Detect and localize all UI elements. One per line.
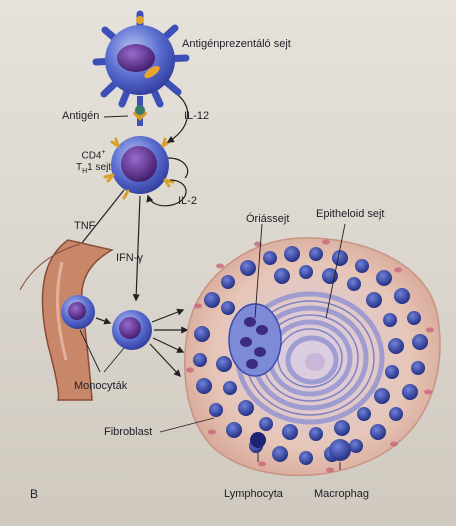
antigen-bridge — [132, 96, 148, 126]
label-antigen: Antigén — [62, 110, 100, 122]
label-cd4: CD4+ TH1 sejt — [76, 149, 112, 175]
giant-cell — [228, 303, 282, 377]
monocyte — [61, 295, 95, 329]
label-apc: Antigénprezentáló sejt — [182, 38, 291, 50]
antigen-presenting-cell — [92, 10, 190, 108]
th1-cell — [103, 136, 175, 200]
label-fibroblast: Fibroblast — [104, 426, 153, 438]
fibroblast-spots — [186, 239, 434, 473]
macrophage-cell — [329, 439, 351, 461]
monocyte — [112, 310, 152, 350]
label-il2: IL-2 — [178, 195, 197, 207]
lymphocyte-cell — [250, 432, 266, 448]
label-giant-cell: Óriássejt — [246, 213, 290, 225]
label-lymphocyte: Lymphocyta — [224, 488, 283, 500]
label-il12: IL-12 — [184, 110, 210, 122]
label-tnf: TNF — [74, 220, 96, 232]
label-epithelioid: Epitheloid sejt — [316, 208, 385, 220]
label-ifn: IFN-γ — [116, 252, 143, 264]
label-macrophage: Macrophag — [314, 488, 370, 500]
figure-letter: B — [30, 487, 39, 501]
label-monocytes: Monocyták — [74, 380, 128, 392]
